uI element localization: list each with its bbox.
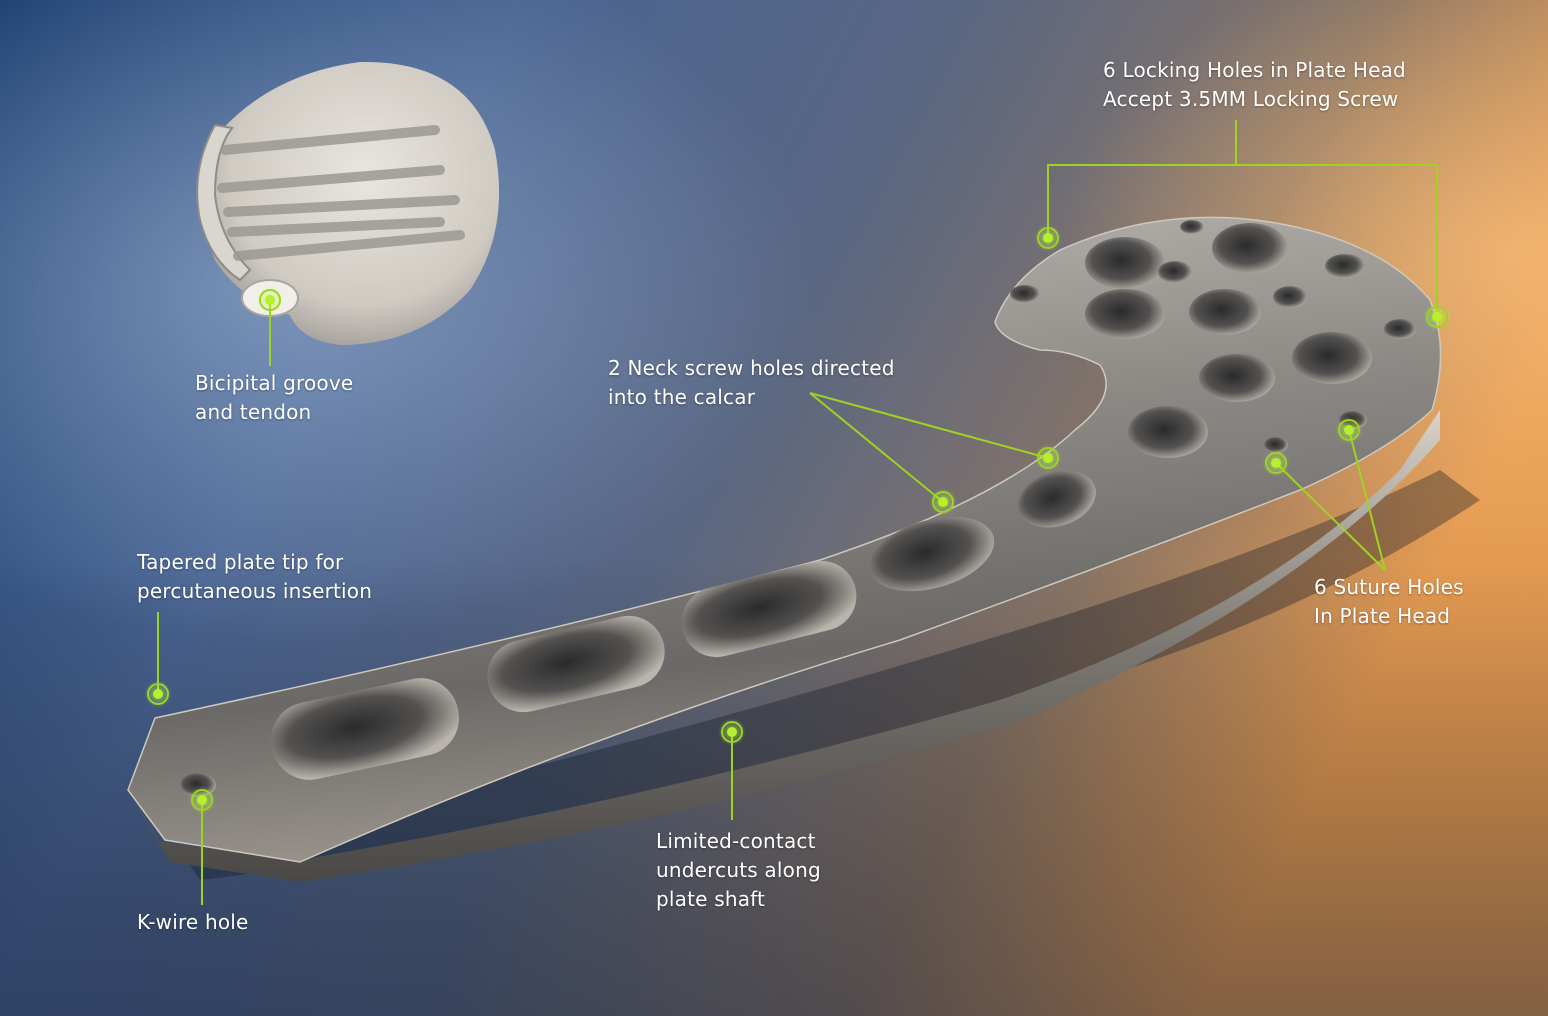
dot-neck-b	[1034, 444, 1062, 472]
callout-neck-screws-line1: 2 Neck screw holes directed	[608, 356, 895, 380]
callout-tapered-tip-line2: percutaneous insertion	[137, 579, 373, 603]
callout-undercuts-line2: undercuts along	[656, 858, 821, 882]
callout-neck-screws: 2 Neck screw holes directed into the cal…	[608, 354, 895, 412]
dot-neck-a	[929, 488, 957, 516]
callout-bicipital-line1: Bicipital groove	[195, 371, 354, 395]
leader-lines	[157, 120, 1438, 905]
callout-neck-screws-line2: into the calcar	[608, 385, 756, 409]
callout-kwire-line1: K-wire hole	[137, 910, 249, 934]
callout-suture-holes-line2: In Plate Head	[1314, 604, 1451, 628]
callout-kwire: K-wire hole	[137, 908, 249, 937]
callout-dots	[144, 224, 1451, 814]
callout-bicipital-line2: and tendon	[195, 400, 312, 424]
dot-suture-a	[1262, 449, 1290, 477]
callout-bicipital: Bicipital groove and tendon	[195, 369, 353, 427]
dot-tapered-tip	[144, 680, 172, 708]
dot-suture-b	[1335, 416, 1363, 444]
dot-bicipital	[256, 286, 284, 314]
callout-locking-holes-line2: Accept 3.5MM Locking Screw	[1103, 87, 1399, 111]
callout-tapered-tip-line1: Tapered plate tip for	[137, 550, 344, 574]
dot-kwire	[188, 786, 216, 814]
shaft-holes	[271, 470, 1096, 780]
callout-undercuts-line1: Limited-contact	[656, 829, 816, 853]
callout-undercuts: Limited-contact undercuts along plate sh…	[656, 827, 821, 914]
callout-suture-holes: 6 Suture Holes In Plate Head	[1314, 573, 1464, 631]
callout-locking-holes-line1: 6 Locking Holes in Plate Head	[1103, 58, 1406, 82]
dot-undercuts	[718, 718, 746, 746]
head-holes	[180, 220, 1416, 797]
callout-undercuts-line3: plate shaft	[656, 887, 766, 911]
dot-locking-holes-a	[1034, 224, 1062, 252]
callout-locking-holes: 6 Locking Holes in Plate Head Accept 3.5…	[1103, 56, 1406, 114]
dot-locking-holes-b	[1423, 303, 1451, 331]
callout-tapered-tip: Tapered plate tip for percutaneous inser…	[137, 548, 372, 606]
callout-suture-holes-line1: 6 Suture Holes	[1314, 575, 1464, 599]
